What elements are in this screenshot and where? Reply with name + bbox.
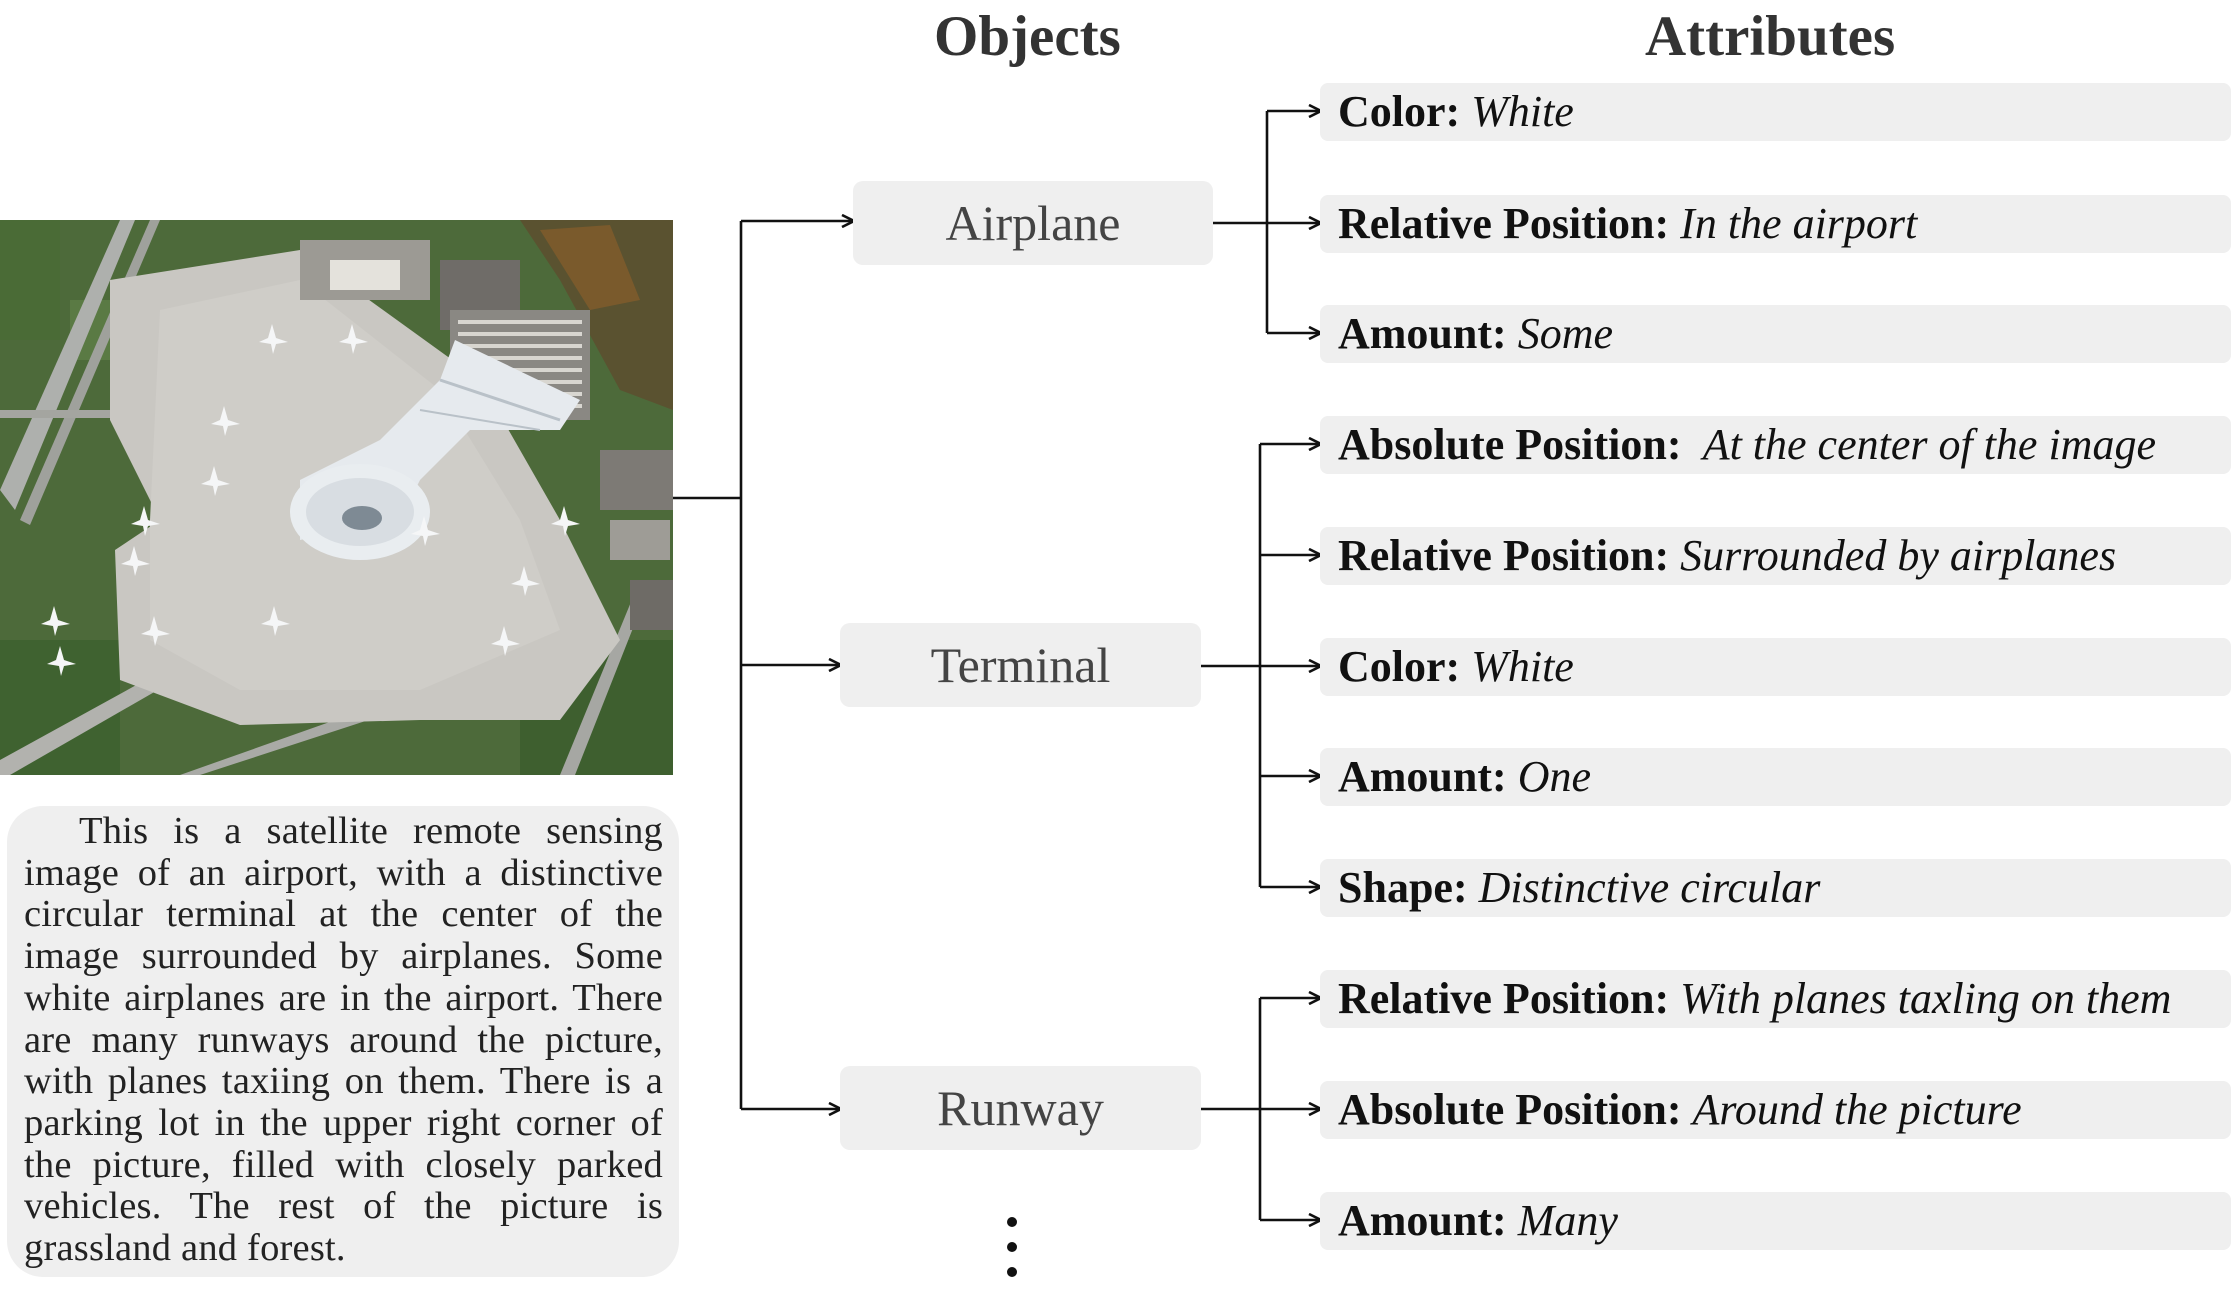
attribute-value: Around the picture: [1692, 1085, 2022, 1134]
caption-text: This is a satellite remote sensing image…: [24, 810, 663, 1270]
satellite-airport-image: [0, 220, 673, 775]
attribute-value: Distinctive circular: [1478, 863, 1821, 912]
attribute-key: Amount:: [1338, 1196, 1507, 1245]
attribute-terminal-absolute-position: Absolute Position: At the center of the …: [1320, 416, 2231, 474]
object-airplane: Airplane: [853, 181, 1213, 265]
attribute-key: Color:: [1338, 642, 1461, 691]
attribute-value: In the airport: [1680, 199, 1918, 248]
attribute-key: Relative Position:: [1338, 199, 1670, 248]
attribute-key: Shape:: [1338, 863, 1468, 912]
attribute-value: White: [1471, 87, 1574, 136]
attribute-key: Relative Position:: [1338, 974, 1670, 1023]
caption-box: This is a satellite remote sensing image…: [7, 806, 679, 1277]
attribute-airplane-amount: Amount: Some: [1320, 305, 2231, 363]
attribute-runway-relative-position: Relative Position: With planes taxling o…: [1320, 970, 2231, 1028]
attribute-key: Absolute Position:: [1338, 1085, 1682, 1134]
attribute-terminal-shape: Shape: Distinctive circular: [1320, 859, 2231, 917]
attribute-value: Some: [1517, 309, 1613, 358]
vertical-ellipsis-icon: [1007, 1217, 1017, 1277]
attribute-airplane-color: Color: White: [1320, 83, 2231, 141]
attribute-terminal-color: Color: White: [1320, 638, 2231, 696]
attribute-terminal-amount: Amount: One: [1320, 748, 2231, 806]
objects-header: Objects: [934, 5, 1121, 68]
attribute-runway-amount: Amount: Many: [1320, 1192, 2231, 1250]
attribute-key: Absolute Position:: [1338, 420, 1682, 469]
attribute-value: With planes taxling on them: [1680, 974, 2172, 1023]
attribute-airplane-relative-position: Relative Position: In the airport: [1320, 195, 2231, 253]
attribute-value: Surrounded by airplanes: [1680, 531, 2117, 580]
attribute-runway-absolute-position: Absolute Position: Around the picture: [1320, 1081, 2231, 1139]
attribute-terminal-relative-position: Relative Position: Surrounded by airplan…: [1320, 527, 2231, 585]
object-runway: Runway: [840, 1066, 1201, 1150]
attribute-key: Amount:: [1338, 752, 1507, 801]
object-terminal: Terminal: [840, 623, 1201, 707]
attribute-value: White: [1471, 642, 1574, 691]
attribute-key: Amount:: [1338, 309, 1507, 358]
attribute-value: At the center of the image: [1692, 420, 2156, 469]
attribute-key: Color:: [1338, 87, 1461, 136]
attribute-value: One: [1517, 752, 1591, 801]
attribute-value: Many: [1517, 1196, 1618, 1245]
attribute-key: Relative Position:: [1338, 531, 1670, 580]
attributes-header: Attributes: [1645, 5, 1896, 68]
